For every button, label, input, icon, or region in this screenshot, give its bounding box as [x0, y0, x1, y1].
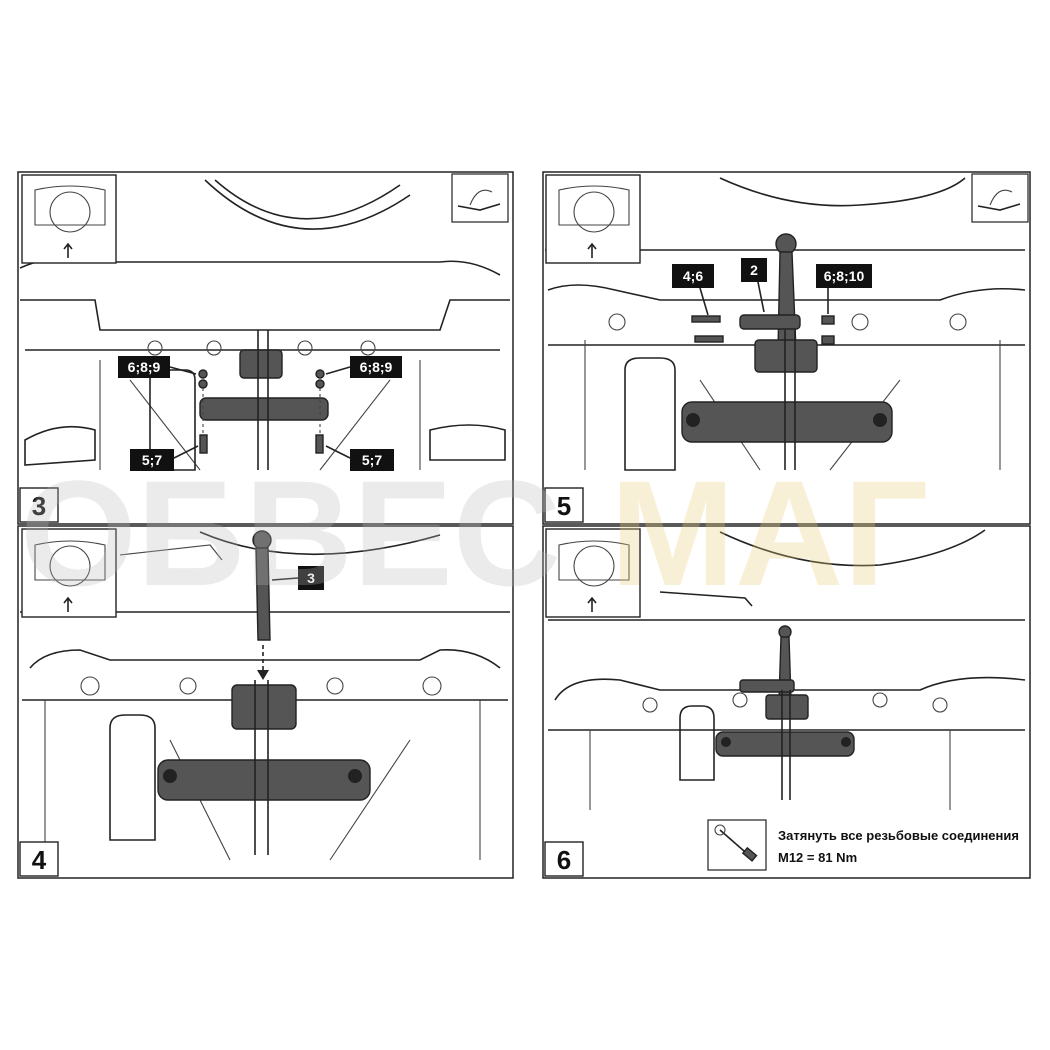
- panel-4: 3 4: [17, 525, 514, 879]
- callout-p5-1: 4;6: [683, 268, 703, 284]
- watermark-part1: ОБВЕС: [20, 449, 561, 617]
- panel-number-4: 4: [32, 845, 47, 875]
- panel-5: 4;6 2 6;8;10 5: [542, 171, 1031, 525]
- callout-p3-3: 5;7: [142, 452, 162, 468]
- panel-number-3: 3: [32, 491, 46, 521]
- callout-p3-4: 5;7: [362, 452, 382, 468]
- panel-6: Затянуть все резьбовые соединения M12 = …: [542, 525, 1031, 879]
- callout-p3-2: 6;8;9: [360, 359, 393, 375]
- torque-wrench-icon: [714, 824, 758, 862]
- watermark: ОБВЕС МАГ: [20, 449, 928, 617]
- panel-number-6: 6: [557, 845, 571, 875]
- panel-3: 6;8;9 6;8;9 5;7 5;7 3: [17, 171, 514, 525]
- panel-number-5: 5: [557, 491, 571, 521]
- callout-p5-2: 2: [750, 262, 758, 278]
- torque-note-line2: M12 = 81 Nm: [778, 850, 857, 865]
- callout-p3-1: 6;8;9: [128, 359, 161, 375]
- torque-note-line1: Затянуть все резьбовые соединения: [778, 828, 1019, 843]
- callout-p5-3: 6;8;10: [824, 268, 865, 284]
- callout-p4-1: 3: [307, 570, 315, 586]
- watermark-part2: МАГ: [610, 449, 928, 617]
